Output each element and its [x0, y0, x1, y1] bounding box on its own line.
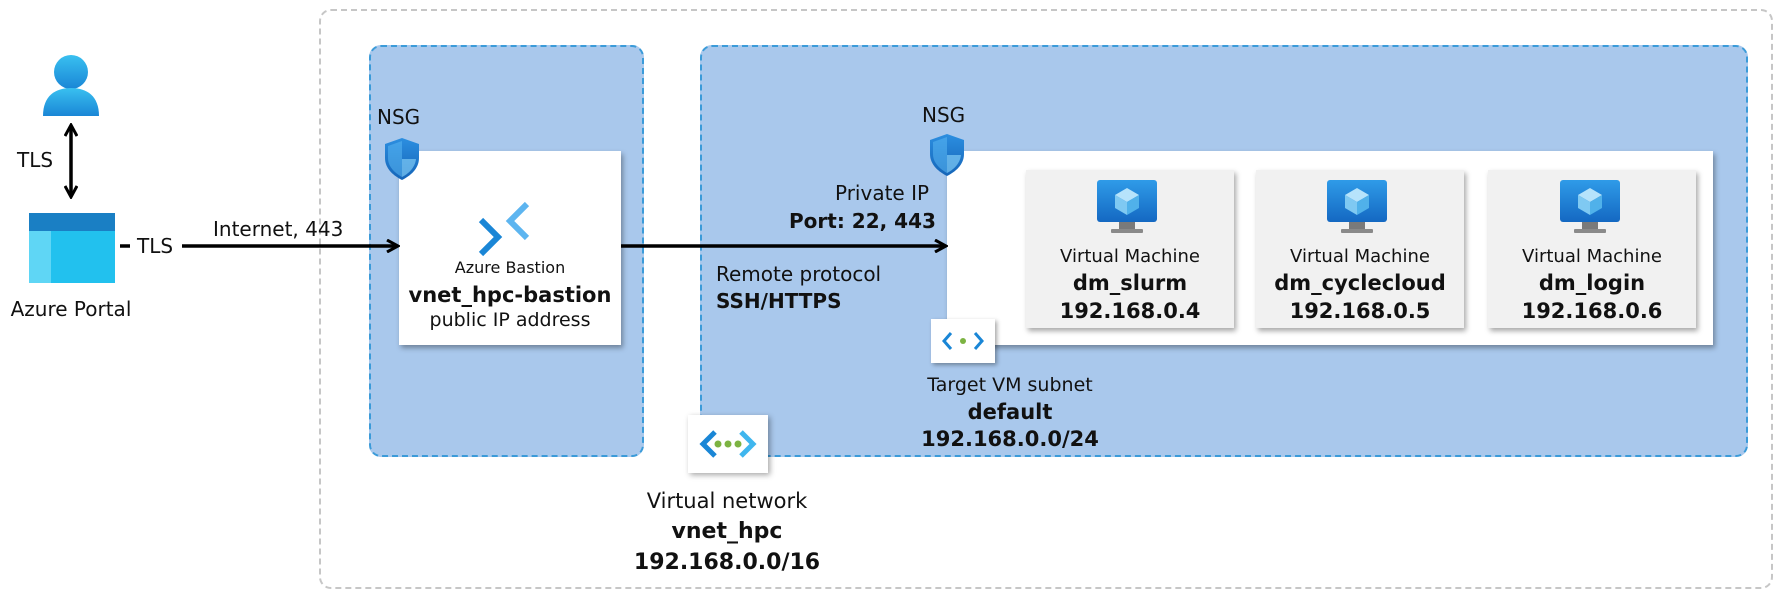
bastion-card[interactable]: [399, 151, 621, 345]
target-subnet-cidr: 192.168.0.0/24: [921, 427, 1099, 451]
vm-name: dm_cyclecloud: [1274, 271, 1446, 295]
port-label: Port: 22, 443: [789, 209, 936, 233]
nsg-shield-icon: [385, 138, 419, 180]
user-icon: [43, 55, 99, 116]
bastion-name: vnet_hpc-bastion: [408, 283, 612, 307]
vm-ip: 192.168.0.5: [1289, 299, 1431, 323]
azure-portal-icon: [29, 213, 115, 283]
target-nsg-label: NSG: [922, 103, 966, 127]
virtual-machine-icon: [1560, 180, 1620, 233]
bastion-service-label: Azure Bastion: [454, 258, 566, 277]
vm-name: dm_login: [1538, 271, 1646, 295]
vnet-label: Virtual network: [646, 489, 808, 513]
vm-name: dm_slurm: [1072, 271, 1188, 295]
target-subnet-name: default: [967, 400, 1053, 424]
vm-ip: 192.168.0.6: [1521, 299, 1663, 323]
virtual-machine-icon: [1097, 180, 1157, 233]
virtual-machine-icon: [1327, 180, 1387, 233]
vm-type-label: Virtual Machine: [1522, 246, 1662, 267]
nsg-shield-icon: [930, 134, 964, 176]
vm-ip: 192.168.0.4: [1059, 299, 1201, 323]
private-ip-label: Private IP: [835, 181, 930, 205]
virtual-network-icon: [688, 415, 768, 473]
protocol-label: SSH/HTTPS: [716, 289, 842, 313]
azure-portal-label[interactable]: Azure Portal: [10, 297, 132, 321]
target-subnet-label: Target VM subnet: [927, 374, 1093, 396]
bastion-nsg-label: NSG: [377, 105, 421, 129]
internet-label: Internet, 443: [213, 217, 344, 241]
subnet-icon: [931, 319, 995, 363]
user-tls-label: TLS: [17, 148, 54, 172]
vnet-boundary: [319, 9, 1773, 589]
vm-type-label: Virtual Machine: [1060, 246, 1200, 267]
bastion-detail: public IP address: [429, 309, 591, 331]
remote-protocol-label: Remote protocol: [716, 262, 882, 286]
vnet-cidr: 192.168.0.0/16: [633, 550, 821, 575]
bastion-icon: [478, 201, 530, 257]
portal-tls-label: TLS: [137, 234, 174, 258]
vnet-name: vnet_hpc: [671, 519, 783, 544]
vm-type-label: Virtual Machine: [1290, 246, 1430, 267]
